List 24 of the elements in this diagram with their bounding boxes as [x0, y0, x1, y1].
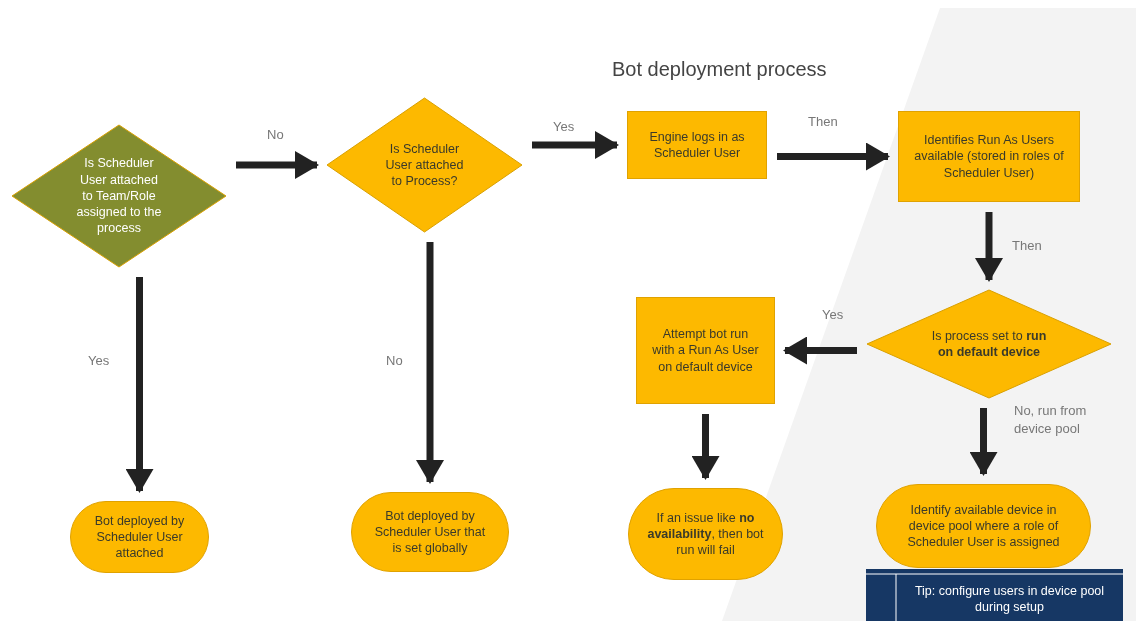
process-box [627, 111, 767, 179]
tip-box [866, 569, 1123, 621]
node-text: Tip: configure users in device pool during setup [913, 582, 1106, 616]
node-text: Is Scheduler User attached to Process? [385, 140, 464, 190]
edge-label: Yes [553, 118, 575, 136]
process-box [898, 111, 1080, 202]
node-text: Identifies Run As Users available (stored in roles of Scheduler User) [913, 132, 1065, 181]
edge-label: No [386, 352, 403, 370]
edge-label: Then [1012, 237, 1042, 255]
edge-label: No, run from device pool [1014, 402, 1088, 438]
node-text: Is process set to run on default device [930, 327, 1048, 361]
node-text: Bot deployed by Scheduler User attached [93, 512, 186, 562]
node-text: If an issue like no availability, then bot run will fail [646, 509, 765, 559]
node-text: Is Scheduler User attached to Team/Role assigned to the process [75, 155, 163, 237]
diagram-title: Bot deployment process [612, 58, 827, 81]
node-text: Engine logs in as Scheduler User [648, 128, 746, 162]
edge-label: Then [808, 113, 838, 131]
edge-label: Yes [88, 352, 110, 370]
process-box [636, 297, 775, 404]
edge-label: No [267, 126, 284, 144]
node-text: Identify available device in device pool where a role of Scheduler User is assigned [906, 501, 1061, 551]
node-text: Attempt bot run with a Run As User on default device [651, 326, 760, 375]
edge-label: Yes [822, 306, 844, 324]
node-text: Bot deployed by Scheduler User that is set globally [373, 507, 487, 557]
